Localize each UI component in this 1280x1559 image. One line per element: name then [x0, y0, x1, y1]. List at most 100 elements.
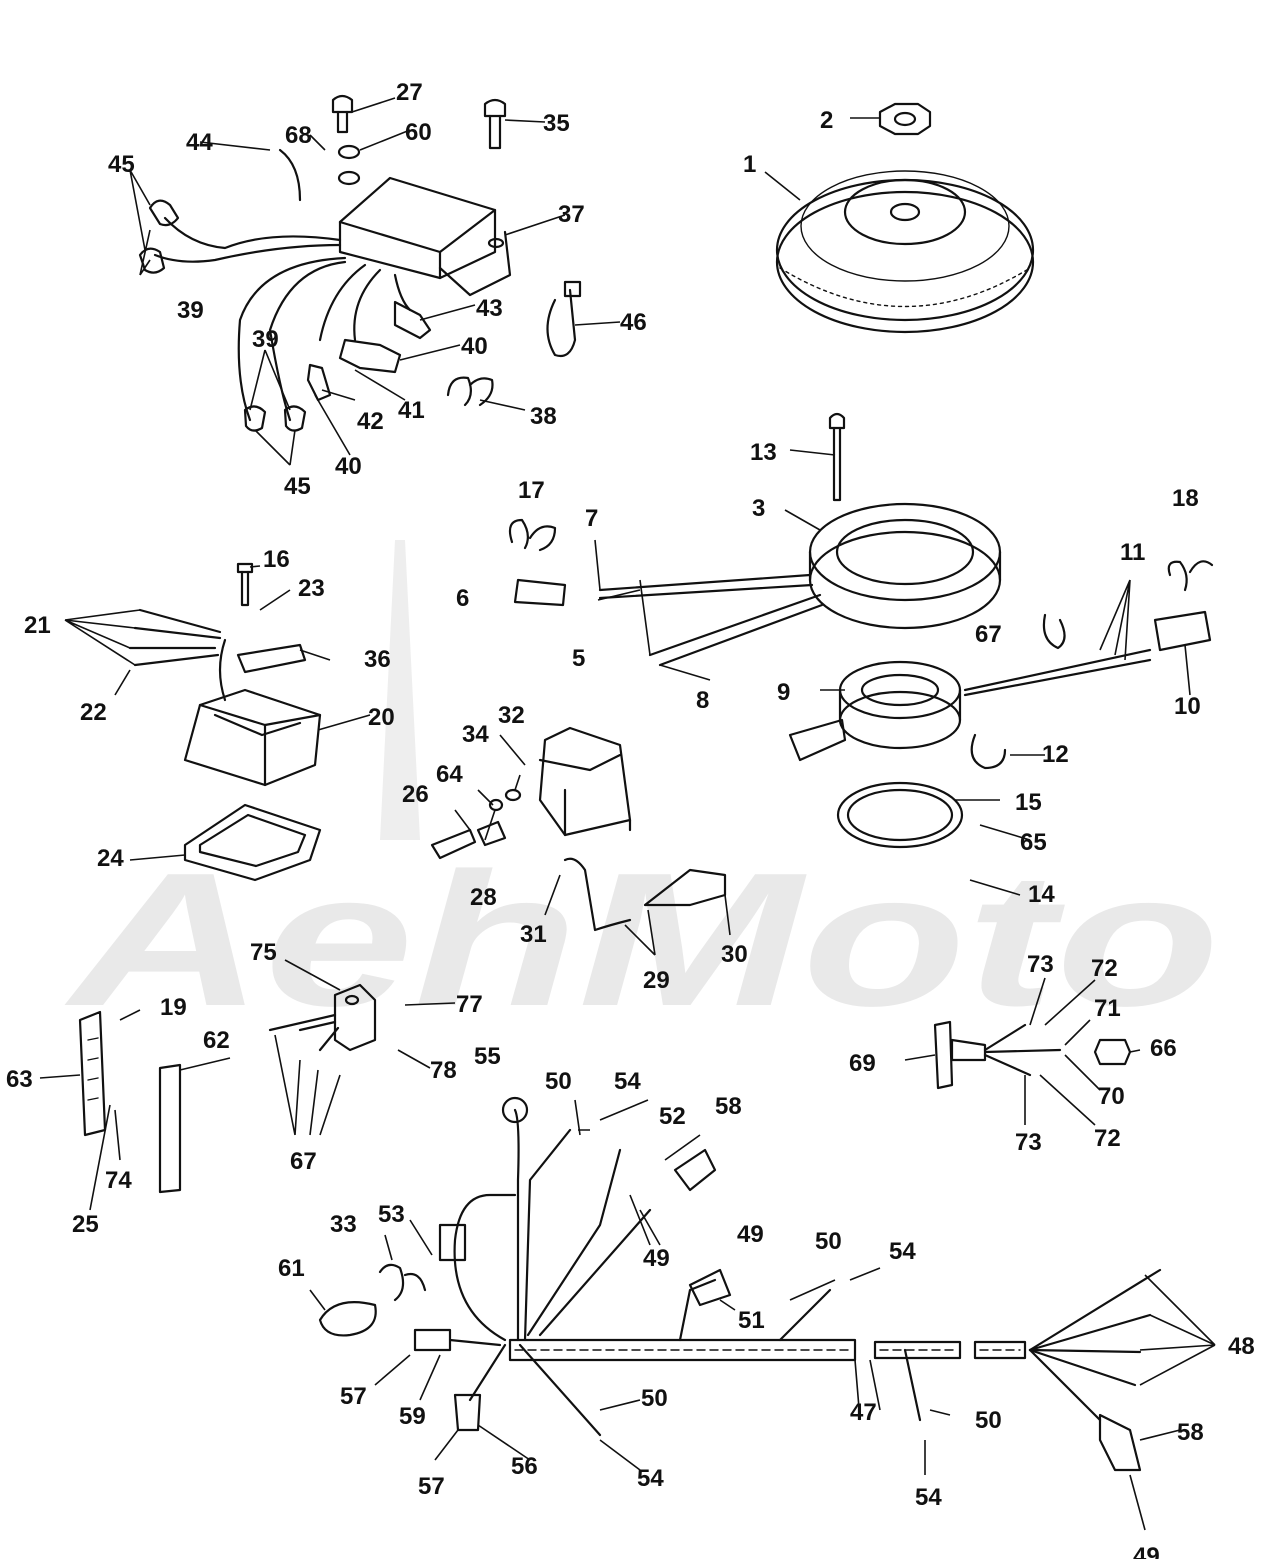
clips-12-17-18-67 — [508, 518, 1214, 770]
callout-17: 17 — [518, 477, 545, 504]
callout-61: 61 — [278, 1255, 305, 1282]
callout-6: 6 — [456, 585, 469, 612]
callout-16: 16 — [263, 546, 290, 573]
callout-57-b: 57 — [418, 1473, 445, 1500]
callout-23: 23 — [298, 575, 325, 602]
flywheel — [775, 170, 1035, 334]
callout-68: 68 — [285, 122, 312, 149]
callout-5: 5 — [572, 645, 585, 672]
callout-22: 22 — [80, 699, 107, 726]
callout-21: 21 — [24, 612, 51, 639]
callout-65: 65 — [1020, 829, 1047, 856]
callout-49-a: 49 — [643, 1245, 670, 1272]
callout-64: 64 — [436, 761, 463, 788]
callout-34: 34 — [462, 721, 489, 748]
callout-72-a: 72 — [1091, 955, 1118, 982]
callout-73-a: 73 — [1027, 951, 1054, 978]
callout-77: 77 — [456, 991, 483, 1018]
callout-32: 32 — [498, 702, 525, 729]
callout-40-a: 40 — [461, 333, 488, 360]
callout-38: 38 — [530, 403, 557, 430]
callout-12: 12 — [1042, 741, 1069, 768]
callout-74: 74 — [105, 1167, 132, 1194]
connector-6-10 — [513, 578, 1212, 652]
callout-57-a: 57 — [340, 1383, 367, 1410]
callout-27: 27 — [396, 79, 423, 106]
stator — [808, 502, 1002, 630]
terminal-block-69 — [933, 1020, 1132, 1090]
callout-49-c: 49 — [1133, 1543, 1160, 1559]
coil-leads-29-30-31 — [563, 857, 727, 932]
callout-10: 10 — [1174, 693, 1201, 720]
callout-55: 55 — [474, 1043, 501, 1070]
callout-50-a: 50 — [545, 1068, 572, 1095]
callout-60: 60 — [405, 119, 432, 146]
callout-43: 43 — [476, 295, 503, 322]
callout-44: 44 — [186, 129, 213, 156]
callout-42: 42 — [357, 408, 384, 435]
callout-72-b: 72 — [1094, 1125, 1121, 1152]
callout-19: 19 — [160, 994, 187, 1021]
callout-26: 26 — [402, 781, 429, 808]
callout-labels: 1 2 3 5 6 7 8 9 10 11 12 13 14 15 16 17 … — [6, 79, 1255, 1559]
callout-50-c: 50 — [641, 1385, 668, 1412]
callout-52: 52 — [659, 1103, 686, 1130]
callout-29: 29 — [643, 967, 670, 994]
callout-63: 63 — [6, 1066, 33, 1093]
callout-58-a: 58 — [715, 1093, 742, 1120]
callout-67-b: 67 — [290, 1148, 317, 1175]
washers-60-68 — [337, 144, 361, 186]
coil-hardware-26-28-34-64 — [430, 788, 522, 860]
callout-33: 33 — [330, 1211, 357, 1238]
clamp-61-33 — [318, 1263, 427, 1337]
clamps-38-46 — [446, 280, 582, 407]
callout-36: 36 — [364, 646, 391, 673]
rectifier-leads — [128, 608, 307, 702]
watermark-spire — [380, 540, 420, 840]
callout-18: 18 — [1172, 485, 1199, 512]
callout-14: 14 — [1028, 881, 1055, 908]
callout-31: 31 — [520, 921, 547, 948]
callout-13: 13 — [750, 439, 777, 466]
callout-46: 46 — [620, 309, 647, 336]
callout-15: 15 — [1015, 789, 1042, 816]
watermark: AehMoto — [64, 834, 1220, 1046]
callout-59: 59 — [399, 1403, 426, 1430]
callout-54-d: 54 — [915, 1484, 942, 1511]
harness-branches — [448, 1268, 1162, 1472]
callout-47: 47 — [850, 1399, 877, 1426]
callout-50-b: 50 — [815, 1228, 842, 1255]
callout-54-c: 54 — [637, 1465, 664, 1492]
callout-35: 35 — [543, 110, 570, 137]
callout-41: 41 — [398, 397, 425, 424]
callout-48: 48 — [1228, 1333, 1255, 1360]
bolt-27 — [331, 94, 354, 134]
power-pack — [338, 176, 512, 297]
callout-69: 69 — [849, 1050, 876, 1077]
connectors — [413, 1096, 732, 1432]
callout-39-b: 39 — [252, 326, 279, 353]
callout-62: 62 — [203, 1027, 230, 1054]
callout-75: 75 — [250, 939, 277, 966]
callout-54-b: 54 — [889, 1238, 916, 1265]
callout-1: 1 — [743, 151, 756, 178]
rectifier — [183, 688, 322, 787]
main-harness — [453, 1108, 1027, 1362]
callout-67-a: 67 — [975, 621, 1002, 648]
callout-39-a: 39 — [177, 297, 204, 324]
callout-9: 9 — [777, 679, 790, 706]
callout-49-b: 49 — [737, 1221, 764, 1248]
callout-20: 20 — [368, 704, 395, 731]
terminals-40-43 — [306, 300, 432, 402]
callout-56: 56 — [511, 1453, 538, 1480]
callout-24: 24 — [97, 845, 124, 872]
callout-54-a: 54 — [614, 1068, 641, 1095]
timer-base-9 — [788, 660, 962, 762]
screw-16 — [236, 562, 254, 607]
leader-lines — [39, 97, 1216, 1531]
callout-45-a: 45 — [108, 151, 135, 178]
callout-58-b: 58 — [1177, 1419, 1204, 1446]
callout-11: 11 — [1120, 539, 1145, 566]
nut — [878, 102, 932, 136]
